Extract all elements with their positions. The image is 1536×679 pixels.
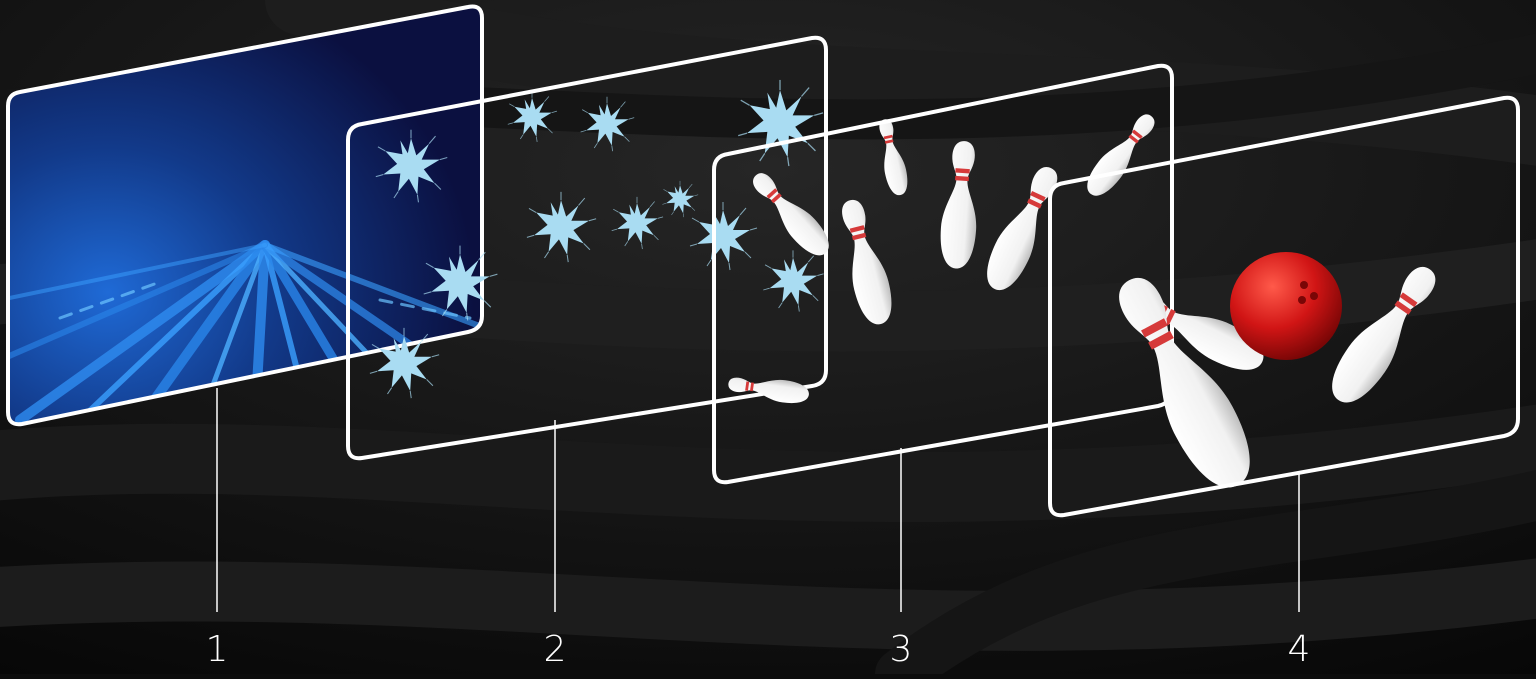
layer-label-3: 3	[871, 628, 931, 672]
bowling-ball-icon	[1230, 252, 1342, 360]
layer-label-1: 1	[187, 628, 247, 672]
layer-label-2: 2	[525, 628, 585, 672]
layer-label-4: 4	[1269, 628, 1329, 672]
